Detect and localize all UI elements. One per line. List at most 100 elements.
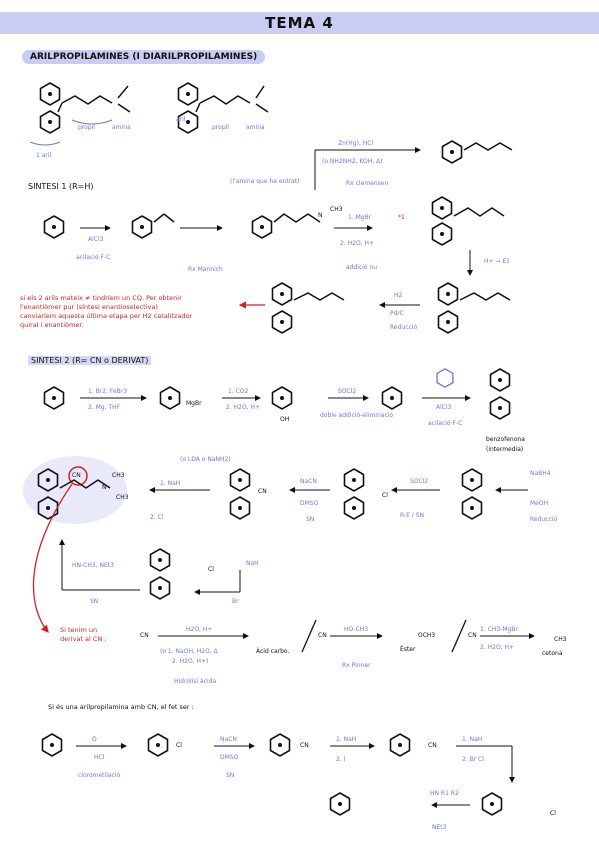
monoaril-cn-2: CN	[428, 742, 437, 749]
derivats-hyd-label: Hidròlisi àcida	[174, 678, 217, 685]
sintesi2-header-text: SINTESI 2 (R= CN o DERIVAT)	[28, 356, 152, 365]
sintesi2-alcl3: AlCl3	[436, 404, 452, 411]
label-one-aril: 1 aril	[36, 152, 52, 159]
sintesi2-acid: OH	[280, 416, 290, 423]
sintesi1-grignard-reagent: 1. MgBr	[348, 214, 372, 221]
sintesi1-mannich-label: Rx Mannich	[188, 266, 223, 273]
sintesi1-clemmensen-reagent: Zn(Hg), HCl	[338, 140, 374, 147]
sintesi2-nah: NaH	[246, 560, 259, 567]
derivats-note-2: derivat al CN :	[60, 635, 107, 643]
sintesi2-alk-a: 1. NaH	[160, 480, 181, 487]
monoaril-o: O	[92, 736, 97, 743]
sintesi2-sn-label2: SN	[90, 598, 99, 605]
sintesi1-elim-reagent: H+ → E1	[484, 258, 510, 265]
monoaril-sn: SN	[226, 772, 235, 779]
monoaril-methyl-b: 2. I	[336, 756, 346, 763]
sintesi2-cl-label: Cl	[382, 492, 388, 499]
monoaril-cl: Cl	[176, 742, 182, 749]
sintesi2-nanh2: (o LDA o NaNH2)	[180, 456, 231, 463]
derivats-hyd-reagent: H2O, H+	[186, 626, 213, 633]
sintesi2-socl2-label: doble addició-eliminació	[320, 412, 394, 419]
monoaril-amine: HN R1 R2	[430, 790, 459, 797]
sintesi2-sn-label: SN	[306, 516, 315, 523]
section-title: ARILPROPILAMINES (I DIARILPROPILAMINES)	[22, 50, 266, 64]
sintesi2-step1a: 1. Br2, FeBr3	[88, 388, 128, 395]
sintesi2-ch3-top: CH3	[112, 472, 125, 479]
monoaril-cl-2: Cl	[550, 810, 556, 817]
sintesi2-br: Br	[232, 598, 239, 605]
sintesi2-meoh: MeOH	[530, 500, 549, 507]
sintesi2-step1b: 2. Mg, THF	[88, 404, 121, 411]
sintesi1-fc-label: acilació F-C	[76, 254, 111, 261]
label-propil: propil	[78, 124, 95, 131]
monoaril-hcl: HCl	[94, 754, 105, 761]
sintesi2-cn-circle: CN	[72, 472, 81, 479]
label-aril: aril	[176, 116, 186, 123]
derivats-pinner-label: Rx Pinner	[342, 662, 371, 669]
sintesi1-note-4: quiral i enantiòmer.	[20, 321, 84, 329]
sintesi1-amine-n: N	[318, 212, 323, 219]
derivats-cn-3: CN	[468, 632, 477, 639]
derivats-cn-1: CN	[140, 632, 149, 639]
derivats-ketone-label: cetona	[542, 650, 563, 657]
sintesi1-grignard-step2: 2. H2O, H+	[340, 240, 375, 247]
monoaril-nah-b: 2. Br Cl	[462, 756, 484, 763]
sintesi1-mannich-note: (l'amina que ha entrat)	[230, 178, 300, 185]
derivats-ketone-a: 1. CH3-MgBr	[480, 626, 518, 633]
label-propil-2: propil	[212, 124, 229, 131]
derivats-pinner-reagent: HO-CH3	[344, 626, 369, 633]
sintesi2-amine-reagent: HN-CH3, NEt3	[72, 562, 114, 569]
monoaril-intro: Si és una arilpropilamina amb CN, el fet…	[48, 703, 194, 711]
sintesi2-nabh4: NaBH4	[530, 470, 551, 477]
diarylpropylamine-2	[177, 82, 269, 134]
sintesi1-note-3: canviaríem aquesta última etapa per H2 c…	[20, 312, 193, 320]
sintesi1-note-1: si els 2 arils mateix ≠ tindríem un CQ. …	[20, 294, 182, 302]
sintesi1-header: SINTESI 1 (R=H)	[28, 182, 94, 191]
sintesi2-dmso: DMSO	[300, 500, 319, 507]
derivats-hyd-alt2: 2. H2O, H+)	[172, 658, 209, 665]
sintesi2-red-label: Reducció	[530, 516, 558, 523]
monoaril-cn: CN	[300, 742, 309, 749]
sintesi2-grignard: MgBr	[186, 400, 202, 407]
derivats-cn-2: CN	[318, 632, 327, 639]
diarylpropylamine-1	[39, 82, 131, 134]
monoaril-methyl-a: 1. NaH	[336, 736, 357, 743]
sintesi1-h2-label: Reducció	[390, 324, 418, 331]
sintesi2-socl2: SOCl2	[338, 388, 357, 395]
label-amina-2: amina	[246, 124, 265, 131]
derivats-ester-group: OCH3	[418, 632, 436, 639]
monoaril-ccl-label: clorometilació	[78, 772, 121, 779]
sintesi1-grignard-label: addició nu	[346, 264, 378, 271]
sintesi2-header: SINTESI 2 (R= CN o DERIVAT)	[28, 356, 152, 365]
label-amina: amina	[112, 124, 131, 131]
sintesi1-h2-cat: Pd/C	[390, 310, 404, 317]
sintesi2-cl-chain: Cl	[208, 566, 214, 573]
derivats-ester-label: Èster	[400, 646, 416, 653]
sintesi1-amine-ch3: CH3	[330, 206, 343, 213]
sintesi1-note-2: l'enantiòmer pur (síntesi enantioselecti…	[20, 303, 158, 311]
sintesi2-fc-label: acilació F-C	[428, 420, 463, 427]
monoaril-dmso: DMSO	[220, 754, 239, 761]
sintesi2-cn-label: CN	[258, 488, 267, 495]
derivats-ketone-b: 2. H2O, H+	[480, 644, 515, 651]
sintesi2-benzo-1: benzofenona	[486, 436, 525, 443]
derivats-acid-label: Àcid carbo.	[256, 648, 290, 655]
monoaril-nah-a: 1. NaH	[462, 736, 483, 743]
sintesi1-marker: *1	[398, 214, 405, 221]
derivats-ketone-group: CH3	[554, 636, 567, 643]
sintesi2-co2b: 2. H2O, H+	[226, 404, 261, 411]
sintesi2-benzo-2: (intermedia)	[486, 446, 524, 453]
derivats-note-1: Si tenim un	[60, 626, 98, 634]
sintesi2-n: N	[102, 484, 107, 491]
monoaril-nacn: NaCN	[220, 736, 237, 743]
page-title: TEMA 4	[265, 14, 334, 32]
derivats-hyd-alt: (o 1. NaOH, H2O, Δ	[160, 648, 218, 655]
sintesi2-co2a: 1. CO2	[228, 388, 249, 395]
sintesi2-nacn: NaCN	[300, 478, 317, 485]
sintesi2-sn1-label: R-E / SN	[400, 512, 425, 519]
sintesi2-alk-b: 2. Cl	[150, 514, 164, 521]
sintesi1-h2-reagent: H2	[394, 292, 403, 299]
sintesi1-clemmensen-cond: (o NH2NH2, KOH, Δ)	[322, 158, 383, 165]
sintesi1-fc-reagent: AlCl3	[88, 236, 104, 243]
